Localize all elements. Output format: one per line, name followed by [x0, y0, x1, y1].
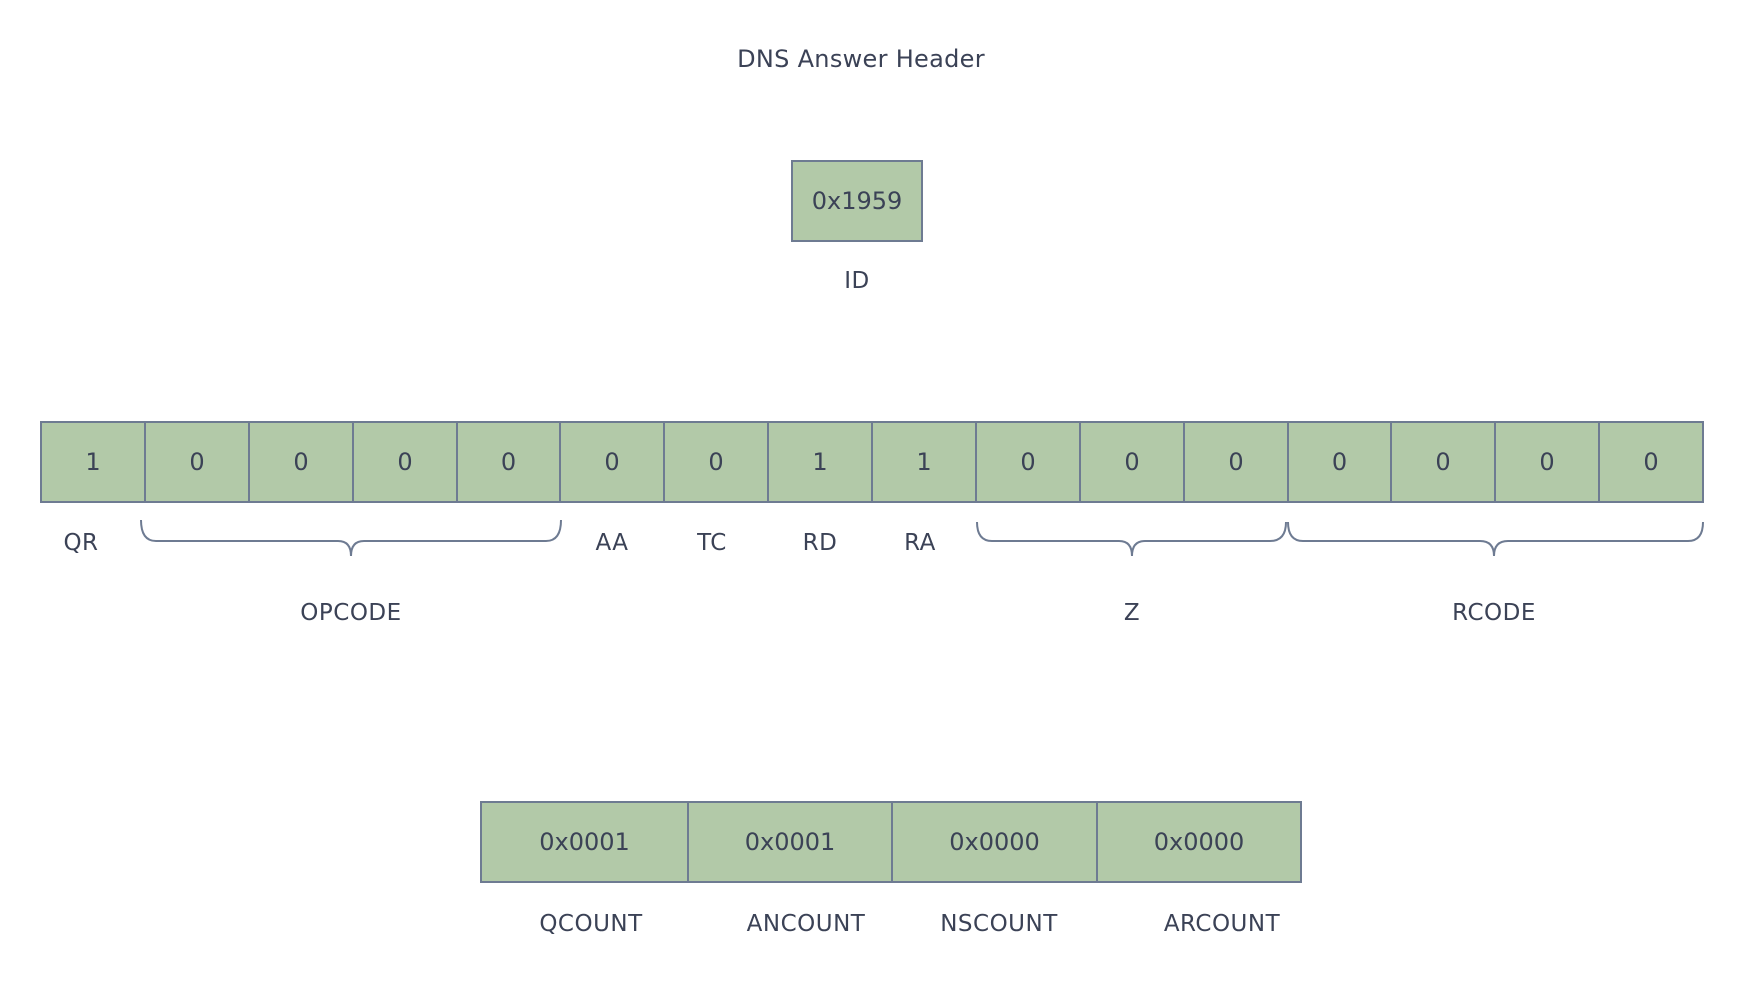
rd-label: RD	[802, 530, 838, 556]
bit-box-0	[40, 421, 146, 503]
qr-label: QR	[63, 530, 99, 556]
opcode-label: OPCODE	[300, 600, 402, 626]
qcount-value: 0x0001	[539, 828, 630, 856]
arcount-value: 0x0000	[1153, 828, 1245, 856]
aa-label: AA	[595, 530, 629, 556]
bit-value-3: 0	[397, 448, 413, 476]
z-label: Z	[1123, 600, 1141, 626]
count-boxes	[480, 801, 1302, 883]
bit-box-11	[1183, 421, 1289, 503]
bit-value-14: 0	[1539, 448, 1555, 476]
bit-value-13: 0	[1435, 448, 1451, 476]
bit-box-8	[871, 421, 977, 503]
rcode-brace	[1287, 521, 1704, 557]
bit-value-15: 0	[1643, 448, 1659, 476]
z-brace	[976, 521, 1287, 557]
bit-box-3	[352, 421, 458, 503]
bit-value-7: 1	[812, 448, 828, 476]
bit-value-6: 0	[708, 448, 724, 476]
bit-value-8: 1	[916, 448, 932, 476]
bit-value-4: 0	[500, 448, 517, 476]
bit-box-10	[1079, 421, 1185, 503]
bit-box-5	[559, 421, 665, 503]
flag-bit-boxes	[40, 421, 1704, 503]
ancount-label: ANCOUNT	[746, 911, 866, 937]
nscount-label: NSCOUNT	[940, 911, 1058, 937]
ancount-value: 0x0001	[744, 828, 836, 856]
bit-value-0: 1	[85, 448, 101, 476]
nscount-value: 0x0000	[949, 828, 1040, 856]
qcount-label: QCOUNT	[539, 911, 643, 937]
arcount-label: ARCOUNT	[1163, 911, 1281, 937]
ancount-box	[687, 801, 893, 883]
bit-value-10: 0	[1124, 448, 1140, 476]
opcode-brace	[140, 519, 562, 557]
bit-box-15	[1598, 421, 1704, 503]
bit-value-5: 0	[604, 448, 620, 476]
bit-box-6	[663, 421, 769, 503]
bit-box-14	[1494, 421, 1600, 503]
bit-value-2: 0	[293, 448, 309, 476]
bit-box-7	[767, 421, 873, 503]
ra-label: RA	[904, 530, 936, 556]
qcount-box	[480, 801, 689, 883]
bit-value-9: 0	[1020, 448, 1036, 476]
bit-box-4	[456, 421, 561, 503]
tc-label: TC	[697, 530, 727, 556]
bit-value-1: 0	[189, 448, 205, 476]
id-value: 0x1959	[811, 187, 903, 215]
bit-value-11: 0	[1228, 448, 1244, 476]
id-label: ID	[844, 268, 870, 294]
bit-value-12: 0	[1331, 448, 1348, 476]
bit-box-12	[1287, 421, 1392, 503]
rcode-label: RCODE	[1452, 600, 1536, 626]
diagram-title: DNS Answer Header	[737, 45, 985, 73]
bit-box-1	[144, 421, 250, 503]
arcount-box	[1096, 801, 1302, 883]
id-box	[791, 160, 923, 242]
